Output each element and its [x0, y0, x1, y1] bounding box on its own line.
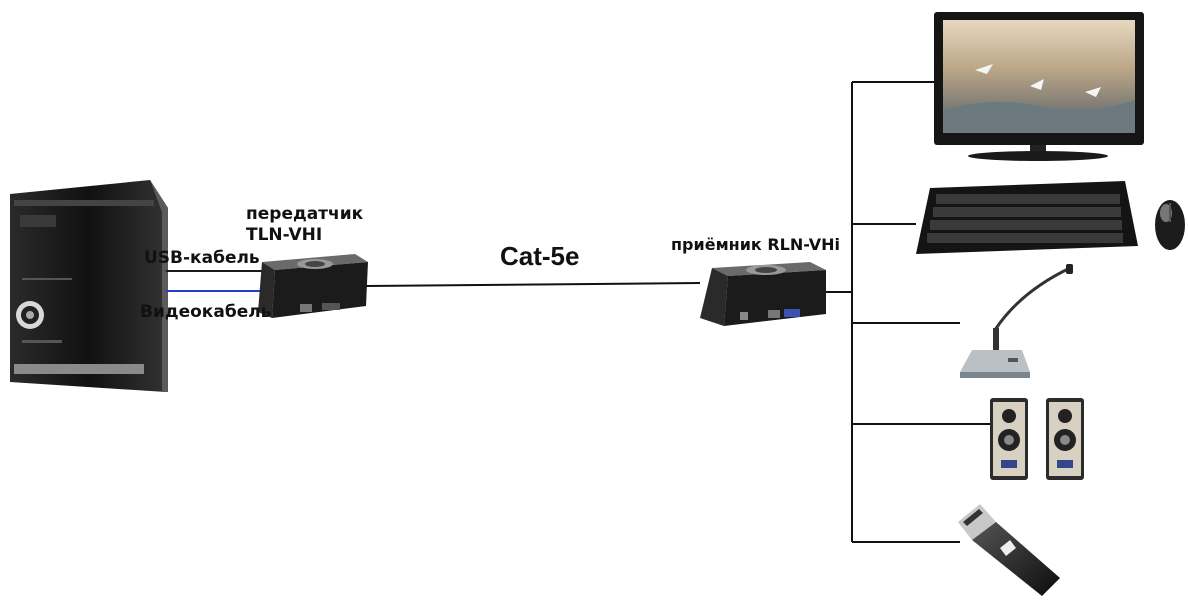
monitor-icon [934, 12, 1144, 161]
transmitter-label-line2: TLN-VHI [246, 225, 323, 245]
transmitter-box-icon [258, 254, 368, 318]
receiver-box-icon [700, 262, 826, 326]
transmitter-label: передатчик TLN-VHI [246, 204, 363, 246]
distribution-lines [826, 81, 990, 543]
receiver-label: приёмник RLN-VHi [671, 235, 840, 254]
pc-tower-icon [10, 180, 168, 392]
speakers-icon [990, 398, 1084, 480]
mouse-icon [1155, 200, 1185, 250]
cat5e-cable-line [365, 282, 701, 287]
microphone-icon [960, 264, 1073, 378]
transmitter-label-line1: передатчик [246, 204, 364, 224]
video-cable-label: Видеокабель [140, 302, 272, 322]
keyboard-icon [916, 181, 1138, 254]
usb-cable-label: USB-кабель [144, 248, 260, 268]
usb-drive-icon [958, 504, 1060, 596]
cat5e-label: Cat-5e [500, 241, 580, 271]
